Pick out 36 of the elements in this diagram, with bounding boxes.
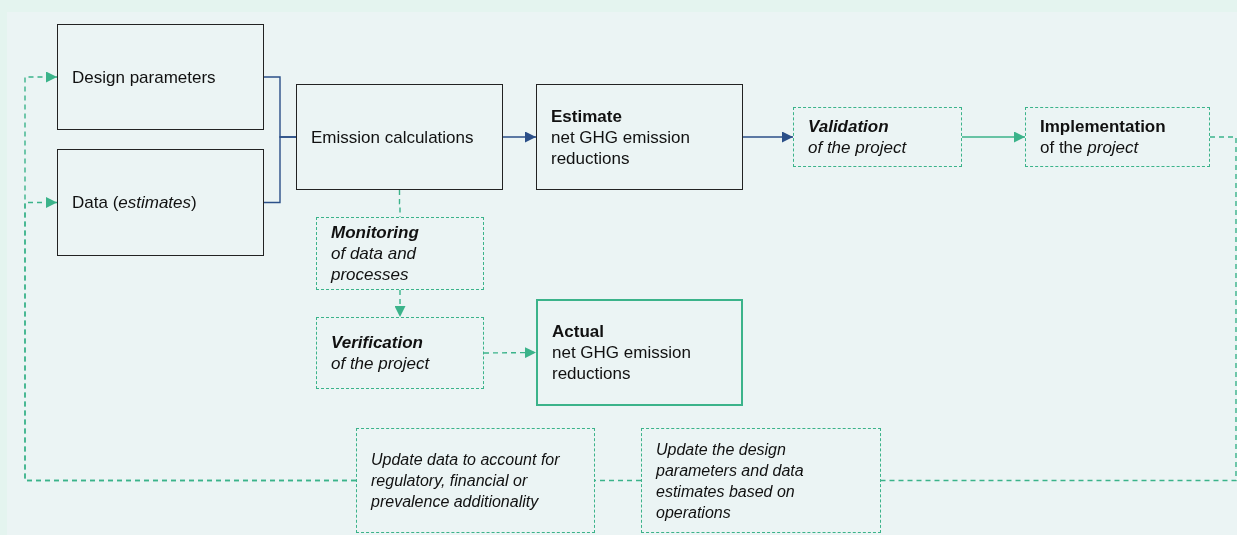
arrow	[502, 131, 537, 143]
arrow	[394, 289, 406, 318]
dashed-process-box	[793, 107, 962, 167]
arrow	[742, 131, 794, 143]
box-heading: Implementation	[1040, 116, 1167, 137]
result-box	[536, 299, 743, 406]
process-box	[57, 149, 264, 256]
dashed-note-box	[356, 428, 595, 533]
connector-line	[263, 136, 297, 204]
dashed-note-box	[641, 428, 881, 533]
dashed-process-box	[1025, 107, 1210, 167]
box-heading: Validation	[808, 116, 890, 137]
arrow	[24, 197, 357, 482]
box-text: Data (estimates)	[72, 192, 198, 213]
arrow	[961, 131, 1026, 143]
dashed-process-box	[316, 317, 484, 389]
box-text: of the project	[1040, 137, 1140, 158]
arrow	[483, 347, 537, 359]
box-text: Design parameters	[72, 66, 217, 88]
process-box	[536, 84, 743, 190]
process-box	[296, 84, 503, 190]
box-text: of the project	[808, 137, 908, 158]
box-heading: Estimate	[551, 105, 623, 127]
box-text: net GHG emission reductions	[552, 342, 692, 384]
box-text: Update data to account for regulatory, financial or prevalence additionality	[371, 450, 561, 512]
box-heading: Actual	[552, 321, 605, 342]
box-text: Update the design parameters and data estimates based on operations	[656, 439, 805, 523]
box-text: net GHG emission reductions	[551, 126, 691, 169]
box-heading: Verification	[331, 332, 424, 353]
process-box	[57, 24, 264, 130]
box-text: of data and processes	[331, 243, 418, 285]
box-text: of the project	[331, 353, 431, 374]
box-text: Emission calculations	[311, 126, 475, 148]
dashed-process-box	[316, 217, 484, 290]
connector-line	[880, 136, 1237, 482]
box-heading: Monitoring	[331, 222, 420, 243]
